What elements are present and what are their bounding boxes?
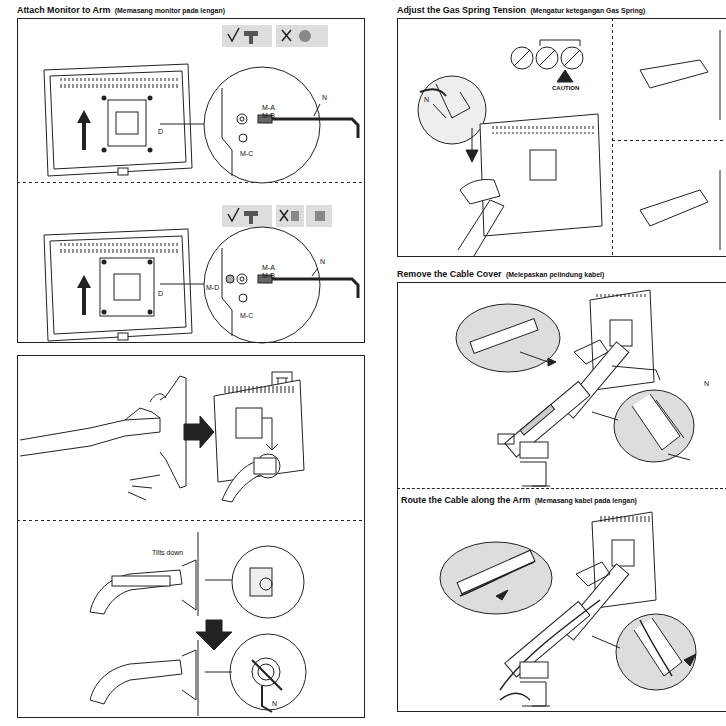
part-label: M-B [262,112,275,120]
part-label: M-B [262,272,275,280]
panel-border [397,488,726,712]
section-title: Remove the Cable Cover [397,269,502,279]
gas-spring-adjust [418,30,720,256]
instruction-panel: Attach Monitor to Arm (Memasang monitor … [17,2,365,343]
section-title: Attach Monitor to Arm [17,5,110,15]
part-label: D [158,128,163,136]
section-subtitle: (Memasang monitor pada lengan) [115,7,225,14]
part-label: M-D [206,284,219,292]
part-label: N [424,96,429,104]
part-label: Tilts down [152,549,183,557]
part-label: N [704,380,709,388]
part-label: N [322,94,327,102]
panel-heading: Attach Monitor to Arm (Memasang monitor … [17,2,365,17]
section-subtitle: (Melepaskan pelindung kabel) [506,271,604,278]
part-label: N [272,700,277,708]
attach-step-2 [44,205,358,343]
part-label: CAUTION [552,84,579,92]
panel-frames [17,18,726,718]
section-title: Adjust the Gas Spring Tension [397,5,526,15]
cable-cover [456,290,694,486]
panel-heading: Route the Cable along the Arm (Memasang … [397,492,726,507]
cable-route [440,512,696,706]
instruction-panel: Route the Cable along the Arm (Memasang … [397,488,726,712]
part-label: M-C [240,150,253,158]
instruction-panel: Adjust the Gas Spring Tension (Mengatur … [397,2,726,257]
panel-heading: Remove the Cable Cover (Melepaskan pelin… [397,266,726,281]
part-label: M-C [240,312,253,320]
section-subtitle: (Memasang kabel pada lengan) [535,497,637,504]
section-subtitle: (Mengatur ketegangan Gas Spring) [530,7,645,14]
part-label: D [158,290,163,298]
part-label: N [320,258,325,266]
attach-step-1 [44,25,358,183]
part-label: M-A [262,264,275,272]
panel-border [17,18,365,343]
panel-border [397,18,726,257]
instruction-panel: Remove the Cable Cover (Melepaskan pelin… [397,266,726,712]
section-title: Route the Cable along the Arm [401,495,530,505]
mount-on-arm [20,372,304,502]
tilt-detail [90,532,306,716]
part-label: M-A [262,104,275,112]
panel-heading: Adjust the Gas Spring Tension (Mengatur … [397,2,726,17]
